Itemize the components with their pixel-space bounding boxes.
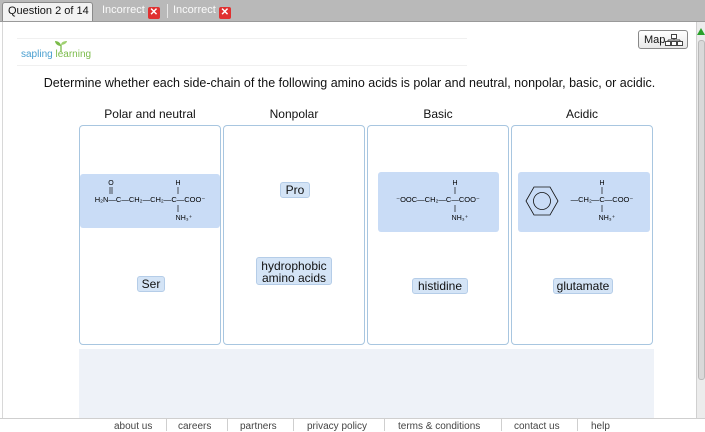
drop-bin-nonpolar[interactable]: Pro hydrophobic amino acids bbox=[223, 125, 365, 345]
footer-link-help[interactable]: help bbox=[591, 421, 610, 432]
footer-links: about us careers partners privacy policy… bbox=[0, 418, 705, 432]
chip-pro[interactable]: Pro bbox=[280, 182, 310, 198]
footer-link-partners[interactable]: partners bbox=[240, 421, 277, 432]
oxygen-label: O bbox=[108, 180, 114, 187]
aromatic-circle-icon bbox=[533, 192, 551, 210]
footer-link-terms[interactable]: terms & conditions bbox=[398, 421, 481, 432]
chip-histidine[interactable]: histidine bbox=[412, 278, 468, 294]
tab-divider bbox=[167, 4, 168, 18]
drop-bin-basic[interactable]: H ⁻OOC—CH₂—C—COO⁻ NH₃⁺ histidine bbox=[367, 125, 509, 345]
incorrect-x-icon: ✕ bbox=[147, 7, 160, 19]
drop-bin-acidic[interactable]: H —CH₂—C—COO⁻ NH₃⁺ glutamate bbox=[511, 125, 653, 345]
amine-label: NH₃⁺ bbox=[599, 215, 616, 222]
amine-label: NH₃⁺ bbox=[176, 215, 193, 222]
structure-chip-polar[interactable]: O H H₂N—C—CH₂—CH₂—C—COO⁻ NH₃⁺ bbox=[80, 174, 220, 228]
tab-attempt-1[interactable]: Incorrect✕ bbox=[96, 2, 160, 21]
polar-structure-diagram: O H H₂N—C—CH₂—CH₂—C—COO⁻ NH₃⁺ bbox=[95, 180, 206, 222]
acidic-structure-diagram: H —CH₂—C—COO⁻ NH₃⁺ bbox=[525, 180, 634, 222]
footer-divider bbox=[384, 419, 385, 431]
incorrect-x-icon: ✕ bbox=[218, 7, 231, 19]
benzene-ring-icon bbox=[525, 186, 559, 216]
map-button-label: Map bbox=[644, 34, 666, 46]
hydrogen-label: H bbox=[599, 180, 604, 187]
column-header-nonpolar: Nonpolar bbox=[269, 107, 319, 121]
footer-divider bbox=[166, 419, 167, 431]
basic-structure-diagram: H ⁻OOC—CH₂—C—COO⁻ NH₃⁺ bbox=[396, 180, 480, 222]
chip-hydrophobic-line2: amino acids bbox=[261, 271, 327, 285]
vertical-scrollbar[interactable] bbox=[696, 22, 705, 418]
basic-main-chain: ⁻OOC—CH₂—C—COO⁻ bbox=[396, 195, 480, 204]
footer-link-careers[interactable]: careers bbox=[178, 421, 212, 432]
chip-hydrophobic-line1: hydrophobic bbox=[261, 259, 327, 273]
footer-divider bbox=[501, 419, 502, 431]
tab-attempt-2[interactable]: Incorrect✕ bbox=[167, 2, 231, 21]
drop-bin-polar-neutral[interactable]: O H H₂N—C—CH₂—CH₂—C—COO⁻ NH₃⁺ Ser bbox=[79, 125, 221, 345]
footer-divider bbox=[227, 419, 228, 431]
column-header-polar-neutral: Polar and neutral bbox=[104, 107, 196, 121]
unsorted-items-area[interactable] bbox=[79, 349, 654, 419]
leaf-icon bbox=[55, 41, 67, 52]
footer-link-contact-us[interactable]: contact us bbox=[514, 421, 560, 432]
chip-glutamate[interactable]: glutamate bbox=[553, 278, 613, 294]
question-prompt: Determine whether each side-chain of the… bbox=[43, 76, 656, 90]
map-icon bbox=[665, 34, 683, 46]
polar-main-chain: H₂N—C—CH₂—CH₂—C—COO⁻ bbox=[95, 195, 206, 204]
amine-label: NH₃⁺ bbox=[452, 215, 469, 222]
chip-ser[interactable]: Ser bbox=[137, 276, 165, 292]
footer-divider bbox=[293, 419, 294, 431]
hydrogen-label: H bbox=[452, 180, 457, 187]
tab-current-label: Question 2 of 14 bbox=[8, 5, 89, 17]
logo-word-sapling: sapling bbox=[21, 49, 53, 60]
footer-link-about-us[interactable]: about us bbox=[114, 421, 153, 432]
column-header-acidic: Acidic bbox=[565, 107, 598, 121]
structure-chip-basic[interactable]: H ⁻OOC—CH₂—C—COO⁻ NH₃⁺ bbox=[378, 172, 499, 232]
attempt-2-label: Incorrect bbox=[173, 4, 216, 16]
map-button[interactable]: Map bbox=[638, 30, 688, 49]
acidic-main-chain: —CH₂—C—COO⁻ bbox=[571, 195, 634, 204]
footer-divider bbox=[577, 419, 578, 431]
logo-word-learning: learning bbox=[55, 49, 92, 60]
chip-hydrophobic-amino-acids[interactable]: hydrophobic amino acids bbox=[256, 257, 332, 285]
scroll-thumb[interactable] bbox=[698, 40, 705, 380]
sapling-logo: sapling learning bbox=[17, 38, 467, 66]
attempt-1-label: Incorrect bbox=[102, 4, 145, 16]
scroll-up-arrow-icon[interactable] bbox=[697, 28, 705, 35]
hydrogen-label: H bbox=[175, 180, 180, 187]
footer-link-privacy-policy[interactable]: privacy policy bbox=[307, 421, 368, 432]
question-content: sapling learning Map Determine whether e… bbox=[2, 22, 696, 419]
column-header-basic: Basic bbox=[423, 107, 453, 121]
structure-chip-acidic[interactable]: H —CH₂—C—COO⁻ NH₃⁺ bbox=[518, 172, 650, 232]
question-tab-bar: Question 2 of 14 Incorrect✕ Incorrect✕ bbox=[0, 0, 705, 22]
tab-current-question[interactable]: Question 2 of 14 bbox=[2, 2, 93, 21]
